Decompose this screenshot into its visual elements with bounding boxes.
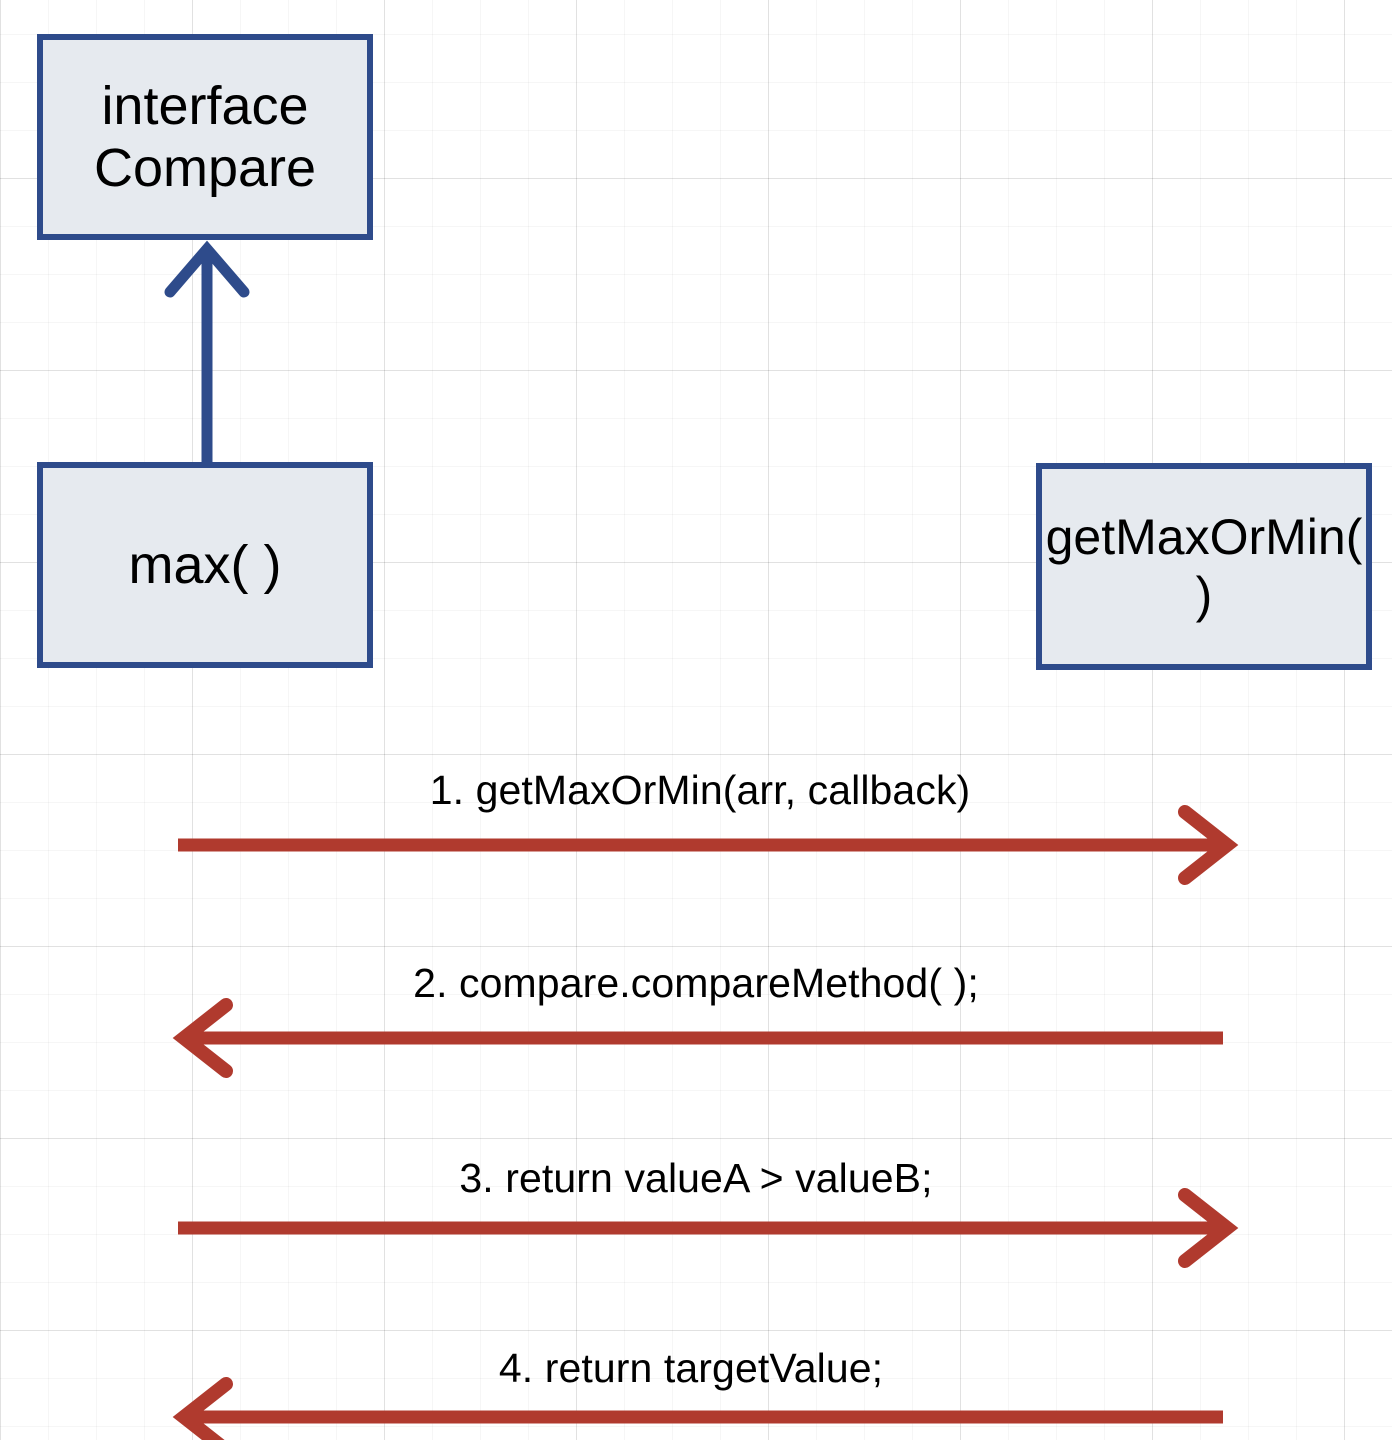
node-getmaxormin[interactable]: getMaxOrMin( ): [1036, 463, 1372, 670]
node-interface-compare[interactable]: interface Compare: [37, 34, 373, 240]
implements-arrow: [164, 240, 250, 462]
message-label-3: 3. return valueA > valueB;: [459, 1155, 933, 1201]
message-arrow-2: [172, 998, 1223, 1078]
message-label-2: 2. compare.compareMethod( );: [413, 960, 979, 1006]
message-label-1: 1. getMaxOrMin(arr, callback): [429, 767, 971, 813]
message-arrow-3: [178, 1188, 1239, 1268]
message-arrow-4: [172, 1377, 1223, 1440]
message-arrow-1: [178, 805, 1239, 885]
node-max[interactable]: max( ): [37, 462, 373, 668]
message-label-4: 4. return targetValue;: [498, 1345, 884, 1391]
